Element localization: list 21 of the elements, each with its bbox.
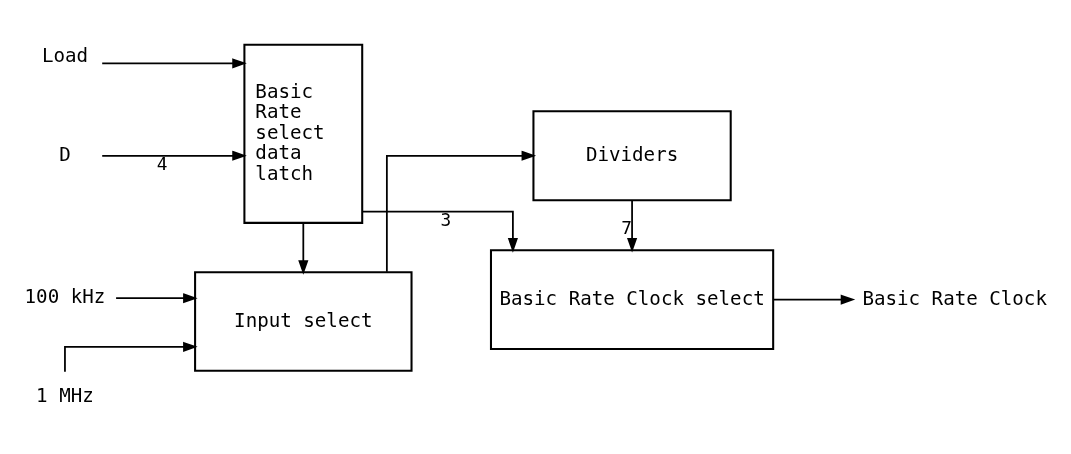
- node-box: Dividers: [532, 110, 732, 202]
- node-box: Input select: [194, 271, 413, 372]
- node-box: Basic Rate Clock select: [489, 249, 775, 350]
- node-text: Basic Rate Clock: [862, 286, 1047, 310]
- edge-label: 7: [621, 216, 632, 238]
- arrow: [386, 150, 537, 273]
- arrow: [361, 210, 518, 253]
- node-text: Load: [41, 44, 89, 68]
- edge-label: 3: [440, 208, 452, 230]
- node-text: D: [59, 142, 71, 166]
- arrow: [627, 199, 638, 253]
- node-text: 100 kHz: [24, 285, 106, 309]
- node-text: 1 MHz: [36, 383, 94, 407]
- node-box: Basic Rate select data latch: [243, 43, 364, 224]
- arrow: [101, 150, 247, 161]
- arrow: [101, 58, 247, 69]
- edge-label: 4: [156, 153, 168, 175]
- arrow: [298, 222, 309, 275]
- arrow: [64, 341, 198, 373]
- arrow: [115, 293, 198, 304]
- arrow: [772, 294, 856, 305]
